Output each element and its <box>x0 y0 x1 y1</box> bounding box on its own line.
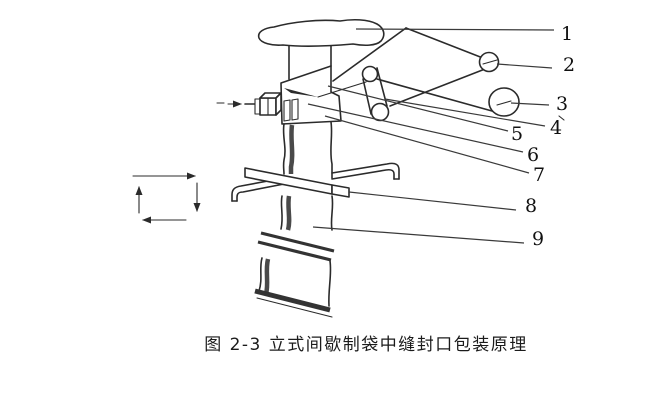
hopper <box>257 18 385 47</box>
heat-sealer <box>216 92 282 116</box>
leader-line-part-1 <box>355 28 555 31</box>
gripper-slat <box>244 167 333 195</box>
part-number-1: 1 <box>561 23 573 45</box>
leader-line-part-6 <box>307 103 524 153</box>
leader-line-part-8 <box>348 191 517 211</box>
leader-line-part-5 <box>327 85 509 132</box>
part-number-8: 8 <box>525 195 537 217</box>
finished-bag <box>254 257 333 318</box>
cross-seal <box>257 231 335 262</box>
leader-line-part-3 <box>510 102 550 106</box>
part-number-4: 4 <box>550 117 562 139</box>
tick-mark <box>558 115 565 121</box>
part-number-3: 3 <box>556 93 568 115</box>
tension-rollers <box>361 65 390 122</box>
film-tube-lower <box>280 195 334 231</box>
film-fold-edge <box>284 88 318 97</box>
part-number-9: 9 <box>532 228 544 250</box>
leader-line-part-9 <box>312 226 525 244</box>
forming-tube <box>288 45 332 80</box>
leader-line-part-4 <box>384 98 546 127</box>
part-number-6: 6 <box>527 144 539 166</box>
part-number-2: 2 <box>563 54 575 76</box>
leader-line-part-2 <box>496 63 553 69</box>
part-number-7: 7 <box>533 164 545 186</box>
film-roll <box>488 87 520 117</box>
film-web <box>332 27 493 115</box>
part-number-5: 5 <box>511 123 523 145</box>
film-tube-upper <box>282 121 333 179</box>
motion-cycle-arrows-icon <box>132 172 201 224</box>
guide-roller <box>478 51 500 73</box>
bag-gripper <box>231 162 400 202</box>
part-labels: 1 2 34 567 8 9 <box>307 23 575 250</box>
bottom-seal <box>254 288 331 313</box>
vertical-sealer-bars <box>283 98 299 122</box>
figure-caption: 图 2-3 立式间歇制袋中缝封口包装原理 <box>204 335 528 355</box>
leader-line-part-7 <box>324 115 530 174</box>
